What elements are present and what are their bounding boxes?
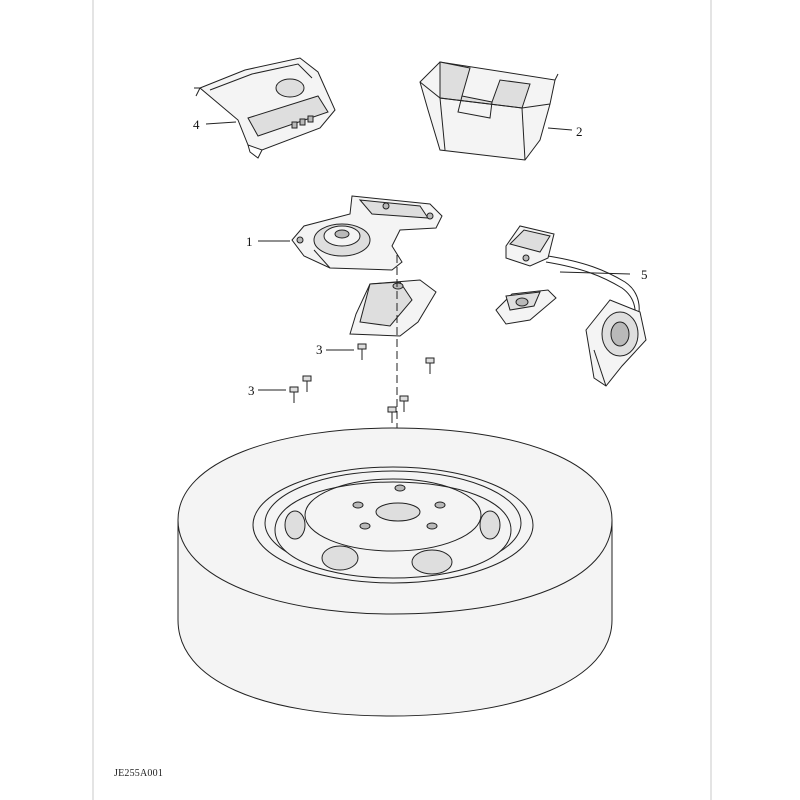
- illustration-reference-code: JE255A001: [114, 768, 164, 779]
- cable-bracket-part-5: [495, 225, 647, 387]
- callout-part-2: 2: [576, 124, 583, 139]
- foam-block-part-2: [419, 61, 573, 161]
- callout-part-5: 5: [641, 267, 648, 282]
- callout-part-3-upper: 3: [316, 342, 323, 357]
- bracket-plate-part-4: [194, 57, 336, 159]
- callout-part-4: 4: [193, 117, 200, 132]
- callout-part-3-lower: 3: [248, 383, 255, 398]
- bolt: [357, 343, 367, 360]
- bolt: [289, 386, 299, 403]
- bolts-part-3: [258, 343, 435, 423]
- bolt: [302, 375, 312, 392]
- bolt: [425, 357, 435, 374]
- bolt: [387, 406, 397, 423]
- winch-cradle-plate: [349, 279, 437, 337]
- bolt: [399, 395, 409, 412]
- spare-wheel-tyre: [177, 427, 613, 717]
- winch-assembly-part-1: [258, 195, 443, 271]
- callout-part-1: 1: [246, 234, 253, 249]
